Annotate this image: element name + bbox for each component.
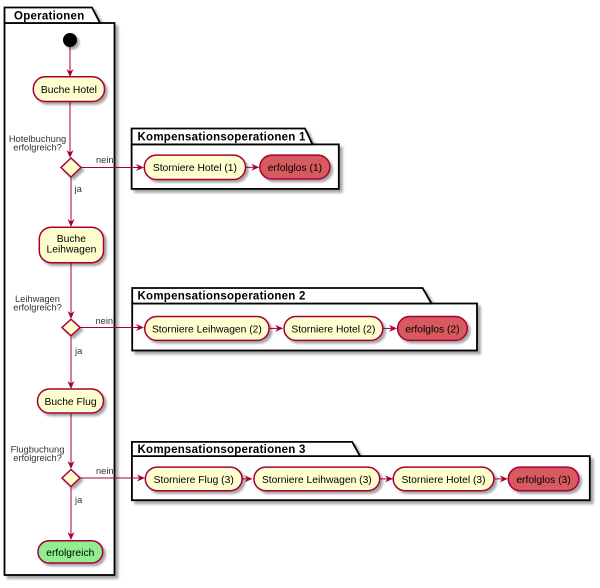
svg-text:ja: ja — [74, 495, 83, 505]
svg-text:Flugbuchung: Flugbuchung — [11, 445, 65, 455]
svg-text:ja: ja — [74, 184, 83, 194]
svg-text:Hotelbuchung: Hotelbuchung — [9, 134, 66, 144]
svg-text:erfolglos (3): erfolglos (3) — [516, 475, 570, 486]
svg-text:erfolgreich: erfolgreich — [46, 548, 94, 559]
svg-text:Leihwagen: Leihwagen — [15, 294, 60, 304]
svg-text:Operationen: Operationen — [14, 11, 84, 23]
svg-text:Kompensationsoperationen 1: Kompensationsoperationen 1 — [138, 132, 307, 144]
svg-text:erfolgreich?: erfolgreich? — [13, 303, 62, 313]
svg-text:erfolgreich?: erfolgreich? — [13, 453, 62, 463]
svg-text:Storniere Hotel (3): Storniere Hotel (3) — [401, 475, 485, 486]
svg-text:Leihwagen: Leihwagen — [46, 245, 96, 256]
svg-text:nein: nein — [96, 155, 114, 165]
svg-text:Buche: Buche — [57, 234, 86, 245]
svg-text:Storniere Hotel (1): Storniere Hotel (1) — [153, 163, 237, 174]
svg-text:Kompensationsoperationen 3: Kompensationsoperationen 3 — [138, 444, 306, 456]
svg-text:erfolglos (1): erfolglos (1) — [268, 163, 322, 174]
svg-text:Storniere Leihwagen (3): Storniere Leihwagen (3) — [262, 475, 372, 486]
svg-text:Buche Hotel: Buche Hotel — [41, 85, 97, 96]
svg-text:nein: nein — [96, 466, 114, 476]
svg-text:Storniere Flug (3): Storniere Flug (3) — [154, 475, 234, 486]
svg-text:nein: nein — [96, 316, 114, 326]
svg-text:erfolgreich?: erfolgreich? — [13, 143, 62, 153]
svg-text:Storniere Hotel (2): Storniere Hotel (2) — [291, 324, 375, 335]
svg-text:Kompensationsoperationen 2: Kompensationsoperationen 2 — [138, 291, 306, 303]
svg-text:ja: ja — [74, 346, 83, 356]
svg-text:Storniere Leihwagen (2): Storniere Leihwagen (2) — [152, 324, 262, 335]
svg-text:erfolglos (2): erfolglos (2) — [405, 324, 459, 335]
svg-text:Buche Flug: Buche Flug — [44, 397, 96, 408]
